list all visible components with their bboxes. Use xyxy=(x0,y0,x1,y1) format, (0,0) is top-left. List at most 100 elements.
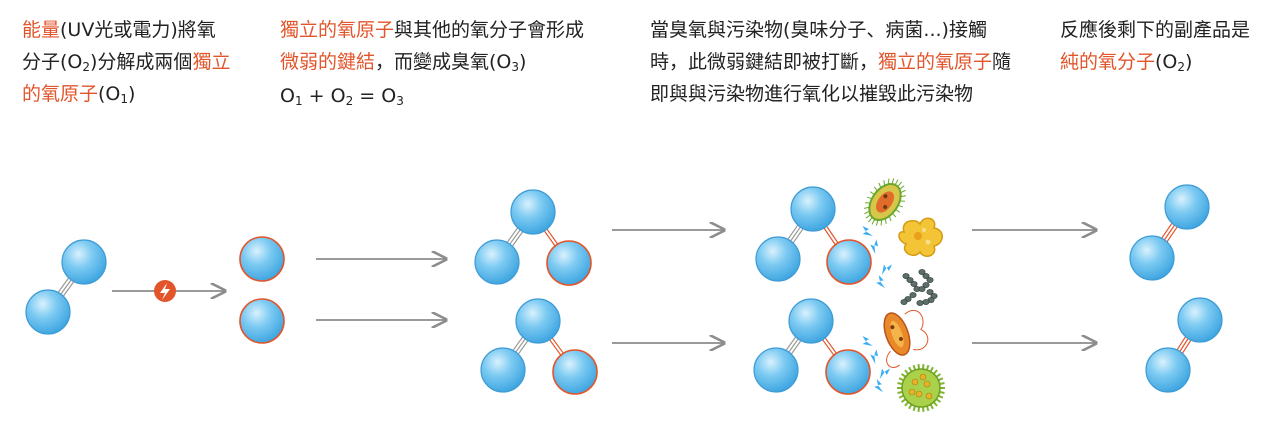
pure-oxygen-molecule-term: 純的氧分子 xyxy=(1060,51,1156,73)
organelle xyxy=(883,194,888,199)
eq-o1-sub: 1 xyxy=(294,94,303,108)
oxygen-atom-free xyxy=(239,236,285,282)
arrows-layer xyxy=(112,230,1096,343)
chain-bead xyxy=(926,289,934,295)
step4-text-c: ) xyxy=(1185,51,1193,73)
flagellum xyxy=(886,350,901,368)
lightning-spark-icon xyxy=(862,335,873,347)
oxygen-atom-free xyxy=(552,349,598,395)
oxygen-atom-free xyxy=(239,298,285,344)
nucleus xyxy=(876,191,894,213)
energy-term: 能量 xyxy=(22,19,61,41)
step4-text-a: 反應後剩下的副產品是 xyxy=(1060,19,1251,41)
step2-sub-a: 3 xyxy=(511,60,520,74)
green-bacterium-icon xyxy=(863,178,907,226)
oxygen-atom xyxy=(755,236,801,282)
free-oxygen-atom-term: 獨立的氧原子 xyxy=(280,19,395,41)
green-virus-icon xyxy=(897,364,945,412)
oxygen-atom xyxy=(788,298,834,344)
chain-bead xyxy=(900,299,908,305)
lightning-spark-icon xyxy=(874,379,884,393)
chain-bead xyxy=(922,299,930,305)
oxygen-atom xyxy=(510,189,556,235)
chain-bead xyxy=(902,273,910,279)
oxygen-atom-free xyxy=(826,239,872,285)
chain-bead xyxy=(926,277,934,283)
step2-text-a: 與其他的氧分子會形成 xyxy=(394,19,585,41)
lightning-spark-icon xyxy=(881,264,893,275)
amoeba-nucleus xyxy=(914,232,922,240)
free-oxygen-atom-term: 獨立的氧原子 xyxy=(22,51,231,105)
chain-bead xyxy=(916,300,924,306)
eq-o2-sub: 2 xyxy=(345,94,354,108)
organelle xyxy=(883,204,888,209)
step2-caption: 獨立的氧原子與其他的氧分子會形成微弱的鍵結，而變成臭氧(O3)O1 + O2 =… xyxy=(280,14,600,112)
step3-text-a: 當臭氧與污染物(臭味分子、病菌...)接觸時，此微弱鍵結即被打斷， xyxy=(650,19,987,73)
ozone-equation: O1 + O2 = O3 xyxy=(280,80,600,112)
step2-text-b: ，而變成臭氧(O xyxy=(375,51,512,73)
chain-bead xyxy=(918,269,926,275)
eq-o2: + O xyxy=(302,85,346,107)
virus-dot xyxy=(915,390,923,398)
step1-text-d: ) xyxy=(128,83,136,105)
oxygen-atom xyxy=(25,289,71,335)
lightning-bolt-glyph xyxy=(160,283,170,300)
lightning-spark-icon xyxy=(870,349,879,364)
chain-bacteria-icon xyxy=(900,269,938,306)
step1-text-a: (UV光或電力)將氧分子(O xyxy=(22,19,216,73)
eq-o3: = O xyxy=(353,85,397,107)
orange-bacterium-icon xyxy=(883,309,929,368)
flagellum xyxy=(904,309,929,351)
step1-sub-a: 2 xyxy=(82,60,91,74)
atoms-layer xyxy=(25,184,1223,395)
weak-bond-term: 微弱的鍵結 xyxy=(280,51,376,73)
virus-dot xyxy=(911,378,919,386)
yellow-amoeba-icon xyxy=(898,217,943,257)
step4-text-b: (O xyxy=(1155,51,1178,73)
oxygen-atom-free xyxy=(546,240,592,286)
chain-bead xyxy=(910,281,918,287)
step4-sub: 2 xyxy=(1177,60,1186,74)
chain-bead xyxy=(922,282,930,288)
vacuole xyxy=(925,239,931,245)
step3-caption: 當臭氧與污染物(臭味分子、病菌...)接觸時，此微弱鍵結即被打斷，獨立的氧原子隨… xyxy=(650,14,1015,110)
lightning-spark-icon xyxy=(876,275,886,289)
oxygen-atom xyxy=(474,239,520,285)
step1-sub-b: 1 xyxy=(120,92,129,106)
lightning-spark-icon xyxy=(862,225,873,237)
step1-text-b: )分解成兩個 xyxy=(90,51,193,73)
step3-text-b: 隨即與與污染物進行氧化以摧毀此污染物 xyxy=(650,51,1012,105)
step1-caption: 能量(UV光或電力)將氧分子(O2)分解成兩個獨立的氧原子(O1) xyxy=(22,14,232,110)
oxygen-atom xyxy=(515,298,561,344)
step1-text-c: (O xyxy=(98,83,121,105)
oxygen-atom xyxy=(1177,297,1223,343)
virus-dot xyxy=(923,380,931,388)
vacuole xyxy=(922,228,926,232)
oxygen-atom xyxy=(1164,184,1210,230)
oxygen-atom xyxy=(1145,347,1191,393)
lightning-spark-icon xyxy=(870,239,879,254)
virus-dot xyxy=(919,373,927,381)
step2-text-c: ) xyxy=(519,51,527,73)
oxygen-atom xyxy=(480,347,526,393)
oxygen-atom xyxy=(1129,235,1175,281)
lightning-spark-icon xyxy=(879,368,891,379)
chain-bead xyxy=(909,292,917,298)
eq-o1: O xyxy=(280,85,295,107)
oxygen-atom xyxy=(753,347,799,393)
virus-dot xyxy=(925,392,933,400)
oxygen-atom xyxy=(61,239,107,285)
virus-dot xyxy=(908,388,916,396)
chain-bead xyxy=(906,277,914,283)
icons-layer xyxy=(154,178,945,412)
eq-o3-sub: 3 xyxy=(396,94,404,108)
chain-bead xyxy=(918,286,926,292)
oxygen-atom-free xyxy=(825,349,871,395)
step4-caption: 反應後剩下的副產品是純的氧分子(O2) xyxy=(1060,14,1260,78)
free-oxygen-atom-term: 獨立的氧原子 xyxy=(878,51,993,73)
oxygen-atom xyxy=(790,186,836,232)
organelle xyxy=(890,325,895,330)
chain-bead xyxy=(922,273,930,279)
organelle xyxy=(898,336,903,341)
